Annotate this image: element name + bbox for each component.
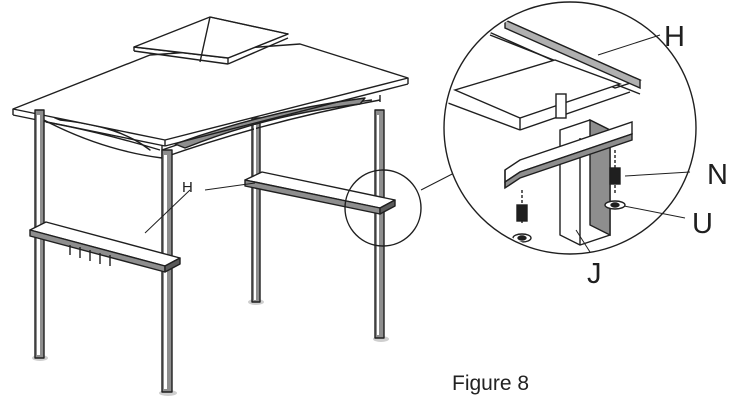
label-u: U <box>692 208 713 240</box>
label-h-small: H <box>182 179 193 196</box>
label-n: N <box>707 159 728 191</box>
right-shelf <box>244 171 396 215</box>
label-j: J <box>587 258 602 290</box>
gazebo-illustration <box>12 16 461 396</box>
lower-roof <box>12 43 409 141</box>
detail-view <box>443 1 697 255</box>
bolt-right <box>604 150 626 210</box>
back-posts <box>251 109 385 339</box>
left-shelf <box>29 221 181 273</box>
bolt-left <box>512 190 532 243</box>
detail-marker <box>344 169 422 247</box>
post-feet <box>32 299 389 396</box>
figure-caption: Figure 8 <box>452 372 530 395</box>
label-h-large: H <box>664 21 685 53</box>
callout-labels: H H N U J <box>182 21 728 290</box>
detail-leader-lines <box>575 34 691 253</box>
h-leader-lines <box>144 182 256 234</box>
